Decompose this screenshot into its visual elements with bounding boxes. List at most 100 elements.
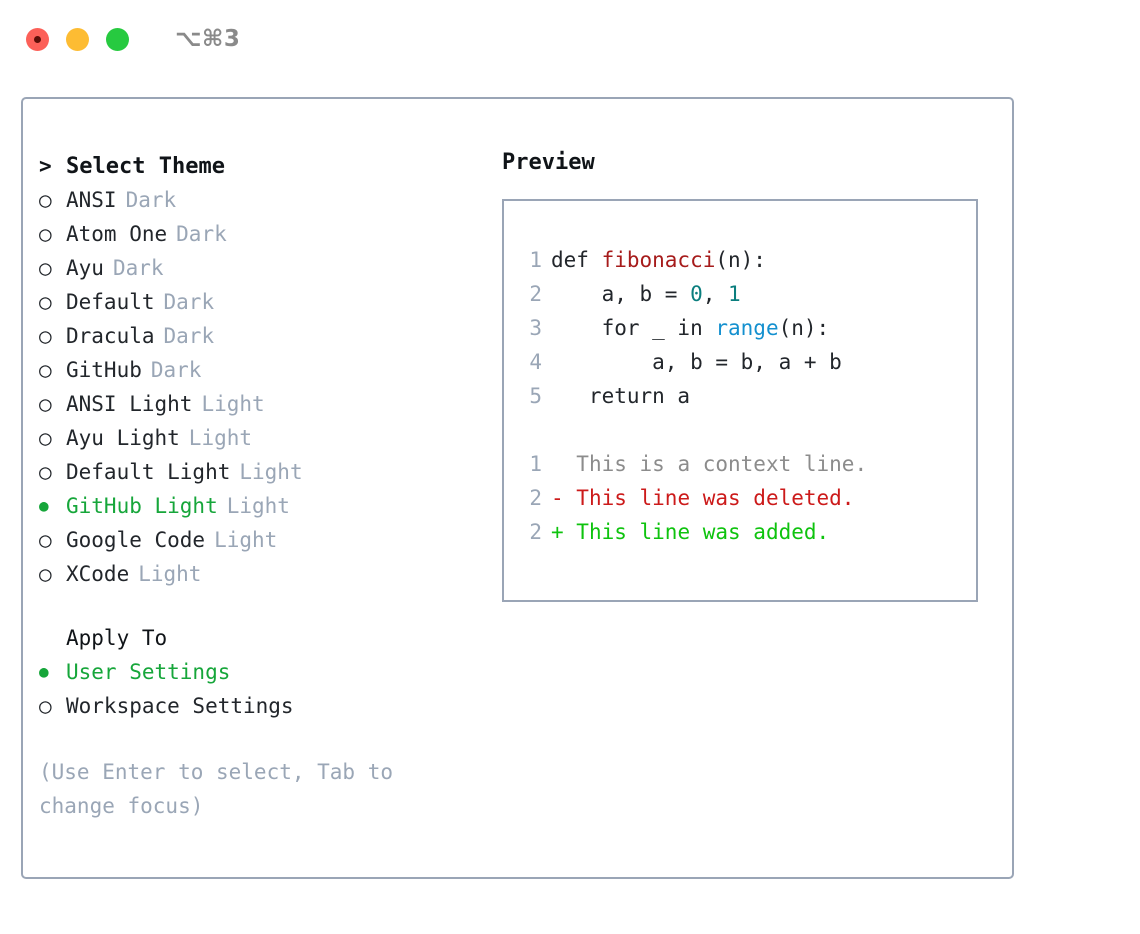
theme-variant-tag: Light xyxy=(138,562,202,586)
code-line: 5 return a xyxy=(518,379,976,413)
theme-list-item[interactable]: ○ ANSI Dark xyxy=(39,183,489,217)
code-token: for _ in xyxy=(551,316,716,340)
radio-selected-icon[interactable]: ● xyxy=(39,496,49,515)
theme-name-label: Dracula xyxy=(66,324,155,348)
code-token: return a xyxy=(551,384,691,408)
theme-name-label: Ayu Light xyxy=(66,426,180,450)
code-line-number: 5 xyxy=(529,384,542,408)
radio-unselected-icon[interactable]: ○ xyxy=(39,255,52,280)
radio-unselected-icon[interactable]: ○ xyxy=(39,187,52,212)
code-token: , xyxy=(702,282,729,306)
theme-name-label: Default Light xyxy=(66,460,231,484)
diff-line: 2+ This line was added. xyxy=(518,515,976,549)
code-line-number: 1 xyxy=(529,248,542,272)
code-line: 3 for _ in range(n): xyxy=(518,311,976,345)
radio-unselected-icon[interactable]: ○ xyxy=(39,459,52,484)
code-token: 0 xyxy=(690,282,703,306)
radio-selected-icon[interactable]: ● xyxy=(39,662,49,681)
theme-list-item[interactable]: ○ Ayu Dark xyxy=(39,251,489,285)
theme-name-label: Atom One xyxy=(66,222,168,246)
diff-line: 1 This is a context line. xyxy=(518,447,976,481)
radio-unselected-icon[interactable]: ○ xyxy=(39,357,52,382)
theme-variant-tag: Dark xyxy=(112,256,164,280)
theme-list-item[interactable]: ○ Ayu Light Light xyxy=(39,421,489,455)
theme-variant-tag: Light xyxy=(188,426,253,450)
theme-variant-tag: Dark xyxy=(163,290,215,314)
diff-text: This is a context line. xyxy=(563,452,868,476)
theme-name-label: ANSI xyxy=(66,188,117,212)
code-token: a, b = b, a + b xyxy=(551,350,842,374)
select-theme-header: > Select Theme xyxy=(39,149,489,183)
traffic-light-group xyxy=(26,27,129,51)
radio-unselected-icon[interactable]: ○ xyxy=(39,425,52,450)
theme-variant-tag: Dark xyxy=(176,222,227,246)
code-line: 4 a, b = b, a + b xyxy=(518,345,976,379)
theme-name-label: GitHub Light xyxy=(66,494,218,518)
keyboard-hint-text: (Use Enter to select, Tab to change focu… xyxy=(39,760,394,818)
diff-line-number: 2 xyxy=(529,486,542,510)
window-titlebar: ⌥⌘3 xyxy=(0,0,1140,78)
apply-to-header: Apply To xyxy=(39,621,489,655)
maximize-window-button[interactable] xyxy=(106,27,129,51)
radio-unselected-icon[interactable]: ○ xyxy=(39,561,52,586)
theme-variant-tag: Light xyxy=(239,460,303,484)
radio-unselected-icon[interactable]: ○ xyxy=(39,527,52,552)
code-token: (n): xyxy=(715,248,766,272)
code-token: 1 xyxy=(728,282,741,306)
code-token: def xyxy=(551,248,602,272)
theme-list-item[interactable]: ○ ANSI Light Light xyxy=(39,387,489,421)
apply-to-option[interactable]: ● User Settings xyxy=(39,655,489,689)
theme-list-item[interactable]: ○ Default Light Light xyxy=(39,455,489,489)
prompt-caret-icon: > xyxy=(39,153,52,178)
radio-unselected-icon[interactable]: ○ xyxy=(39,323,52,348)
radio-unselected-icon[interactable]: ○ xyxy=(39,221,52,246)
theme-list-item[interactable]: ○ Default Dark xyxy=(39,285,489,319)
code-line: 2 a, b = 0, 1 xyxy=(518,277,976,311)
diff-marker: - xyxy=(551,486,564,510)
theme-name-label: GitHub xyxy=(66,358,142,382)
apply-to-spacer-icon xyxy=(39,628,66,649)
theme-name-label: ANSI Light xyxy=(66,392,193,416)
select-theme-title: Select Theme xyxy=(66,153,225,179)
close-window-button[interactable] xyxy=(26,27,49,51)
radio-unselected-icon[interactable]: ○ xyxy=(39,289,52,314)
theme-list-item[interactable]: ○ GitHub Dark xyxy=(39,353,489,387)
apply-to-label: Workspace Settings xyxy=(66,694,294,718)
code-line-number: 2 xyxy=(529,282,542,306)
apply-to-option[interactable]: ○ Workspace Settings xyxy=(39,689,489,723)
minimize-window-button[interactable] xyxy=(66,27,89,51)
diff-text: This line was deleted. xyxy=(563,486,855,510)
apply-to-label: User Settings xyxy=(66,660,231,684)
code-token: range xyxy=(715,316,779,340)
theme-name-label: Default xyxy=(66,290,155,314)
preview-header: Preview xyxy=(502,150,595,175)
theme-list-item[interactable]: ○ XCode Light xyxy=(39,557,489,591)
theme-list-item[interactable]: ○ Atom One Dark xyxy=(39,217,489,251)
diff-marker: + xyxy=(551,520,564,544)
theme-name-label: Ayu xyxy=(66,256,104,280)
diff-sample-block: 1 This is a context line. 2- This line wa… xyxy=(518,447,976,549)
radio-unselected-icon[interactable]: ○ xyxy=(39,693,52,718)
theme-variant-tag: Dark xyxy=(163,324,215,348)
code-token: a, b = xyxy=(551,282,691,306)
theme-name-label: XCode xyxy=(66,562,130,586)
apply-to-list: ● User Settings ○ Workspace Settings xyxy=(39,655,489,723)
theme-list-item[interactable]: ○ Dracula Dark xyxy=(39,319,489,353)
diff-line-number: 2 xyxy=(529,520,542,544)
theme-variant-tag: Dark xyxy=(150,358,202,382)
theme-variant-tag: Light xyxy=(201,392,265,416)
theme-variant-tag: Dark xyxy=(125,188,177,212)
theme-name-label: Google Code xyxy=(66,528,206,552)
code-blank-line xyxy=(518,413,976,447)
radio-unselected-icon[interactable]: ○ xyxy=(39,391,52,416)
keyboard-shortcut-label: ⌥⌘3 xyxy=(175,26,241,52)
code-line-number: 3 xyxy=(529,316,542,340)
